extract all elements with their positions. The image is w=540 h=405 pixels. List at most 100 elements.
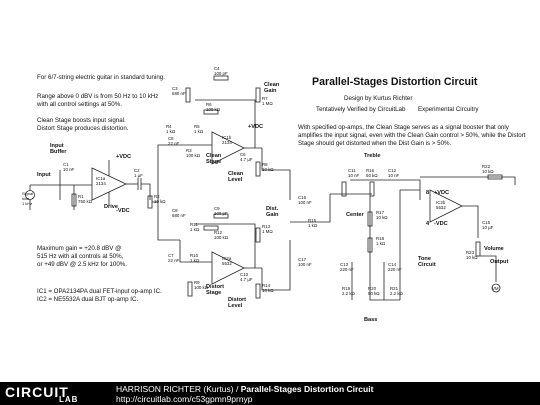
c9-body [213, 213, 229, 219]
r1-body [71, 193, 77, 207]
r9-body [187, 281, 193, 297]
r6-body [203, 109, 219, 115]
r16-pot [369, 181, 375, 197]
label-ic1a-pos: +VDC [116, 154, 131, 160]
verified-note: Tentatively Verified by CircuitLab [316, 106, 406, 113]
wire-dist-feedback [195, 223, 256, 268]
note-guitar: For 6/7-string electric guitar in standa… [37, 74, 165, 81]
label-volume: Volume [484, 246, 504, 252]
ic2b-symbol [429, 189, 463, 223]
label-ic2b-neg: -VDC [434, 221, 448, 227]
label-pin4: 4 [426, 221, 430, 227]
wire-drive-clean [152, 144, 180, 203]
ic1b-symbol [211, 131, 245, 165]
circuitlab-logo[interactable]: CIRCUIT LAB [3, 383, 107, 404]
note-gain: Maximum gain = +20.8 dBV @ 515 Hz with a… [37, 245, 128, 268]
label-drive: Drive [104, 204, 118, 210]
r7-pot [255, 87, 261, 103]
label-ic2b-pos: +VDC [434, 190, 449, 196]
r14-pot [255, 283, 261, 299]
c4-body [213, 75, 229, 81]
label-pin8: 8 [426, 190, 429, 196]
wire-drive-dist [157, 202, 180, 241]
wire-mix [290, 194, 331, 223]
footer-bar: CIRCUIT LAB HARRISON RICHTER (Kurtus) / … [0, 382, 540, 405]
r12-body [203, 225, 219, 231]
footer-attribution: HARRISON RICHTER (Kurtus) / Parallel-Sta… [116, 384, 373, 394]
note-ics: IC1 = OPA2134PA dual FET-input op-amp IC… [37, 288, 162, 303]
label-center: Center [346, 212, 365, 218]
comp-vm: VM [492, 286, 499, 291]
schematic-sheet: For 6/7-string electric guitar in standa… [22, 66, 526, 323]
ic2a-symbol [211, 251, 245, 285]
r13-pot [255, 227, 261, 243]
label-bass: Bass [364, 317, 377, 323]
footer-url[interactable]: http://circuitlab.com/c53gpmn9prnyp [116, 394, 253, 404]
footer-circuit-name: Parallel-Stages Distortion Circuit [240, 384, 374, 394]
signal-source-symbol [25, 190, 35, 200]
wire-dist-level [261, 240, 291, 291]
c11-body [341, 181, 347, 197]
wire-ic2b-out [462, 205, 479, 238]
wire-tone-ladder [369, 196, 400, 301]
note-stages: Clean Stage boosts input signal. Distort… [37, 117, 129, 132]
label-input: Input [37, 172, 51, 178]
r8-pot [255, 161, 261, 177]
wire-dist-in [179, 240, 212, 263]
category-label: Experimental Circuitry [418, 106, 479, 113]
footer-author: HARRISON RICHTER (Kurtus) / [116, 384, 241, 394]
logo-wordmark: CIRCUIT [5, 384, 69, 400]
label-ic1b-pos: +VDC [248, 124, 263, 130]
wire-clean-level [261, 148, 291, 200]
r23-pot [475, 241, 481, 257]
page-title: Parallel-Stages Distortion Circuit [312, 76, 478, 88]
wire-tone-out [399, 189, 420, 300]
label-output: Output [490, 259, 508, 265]
note-range: Range above 0 dBV is from 50 Hz to 10 kH… [37, 93, 159, 108]
wire-c2 [141, 183, 151, 200]
logo-subtext: LAB [59, 395, 79, 404]
